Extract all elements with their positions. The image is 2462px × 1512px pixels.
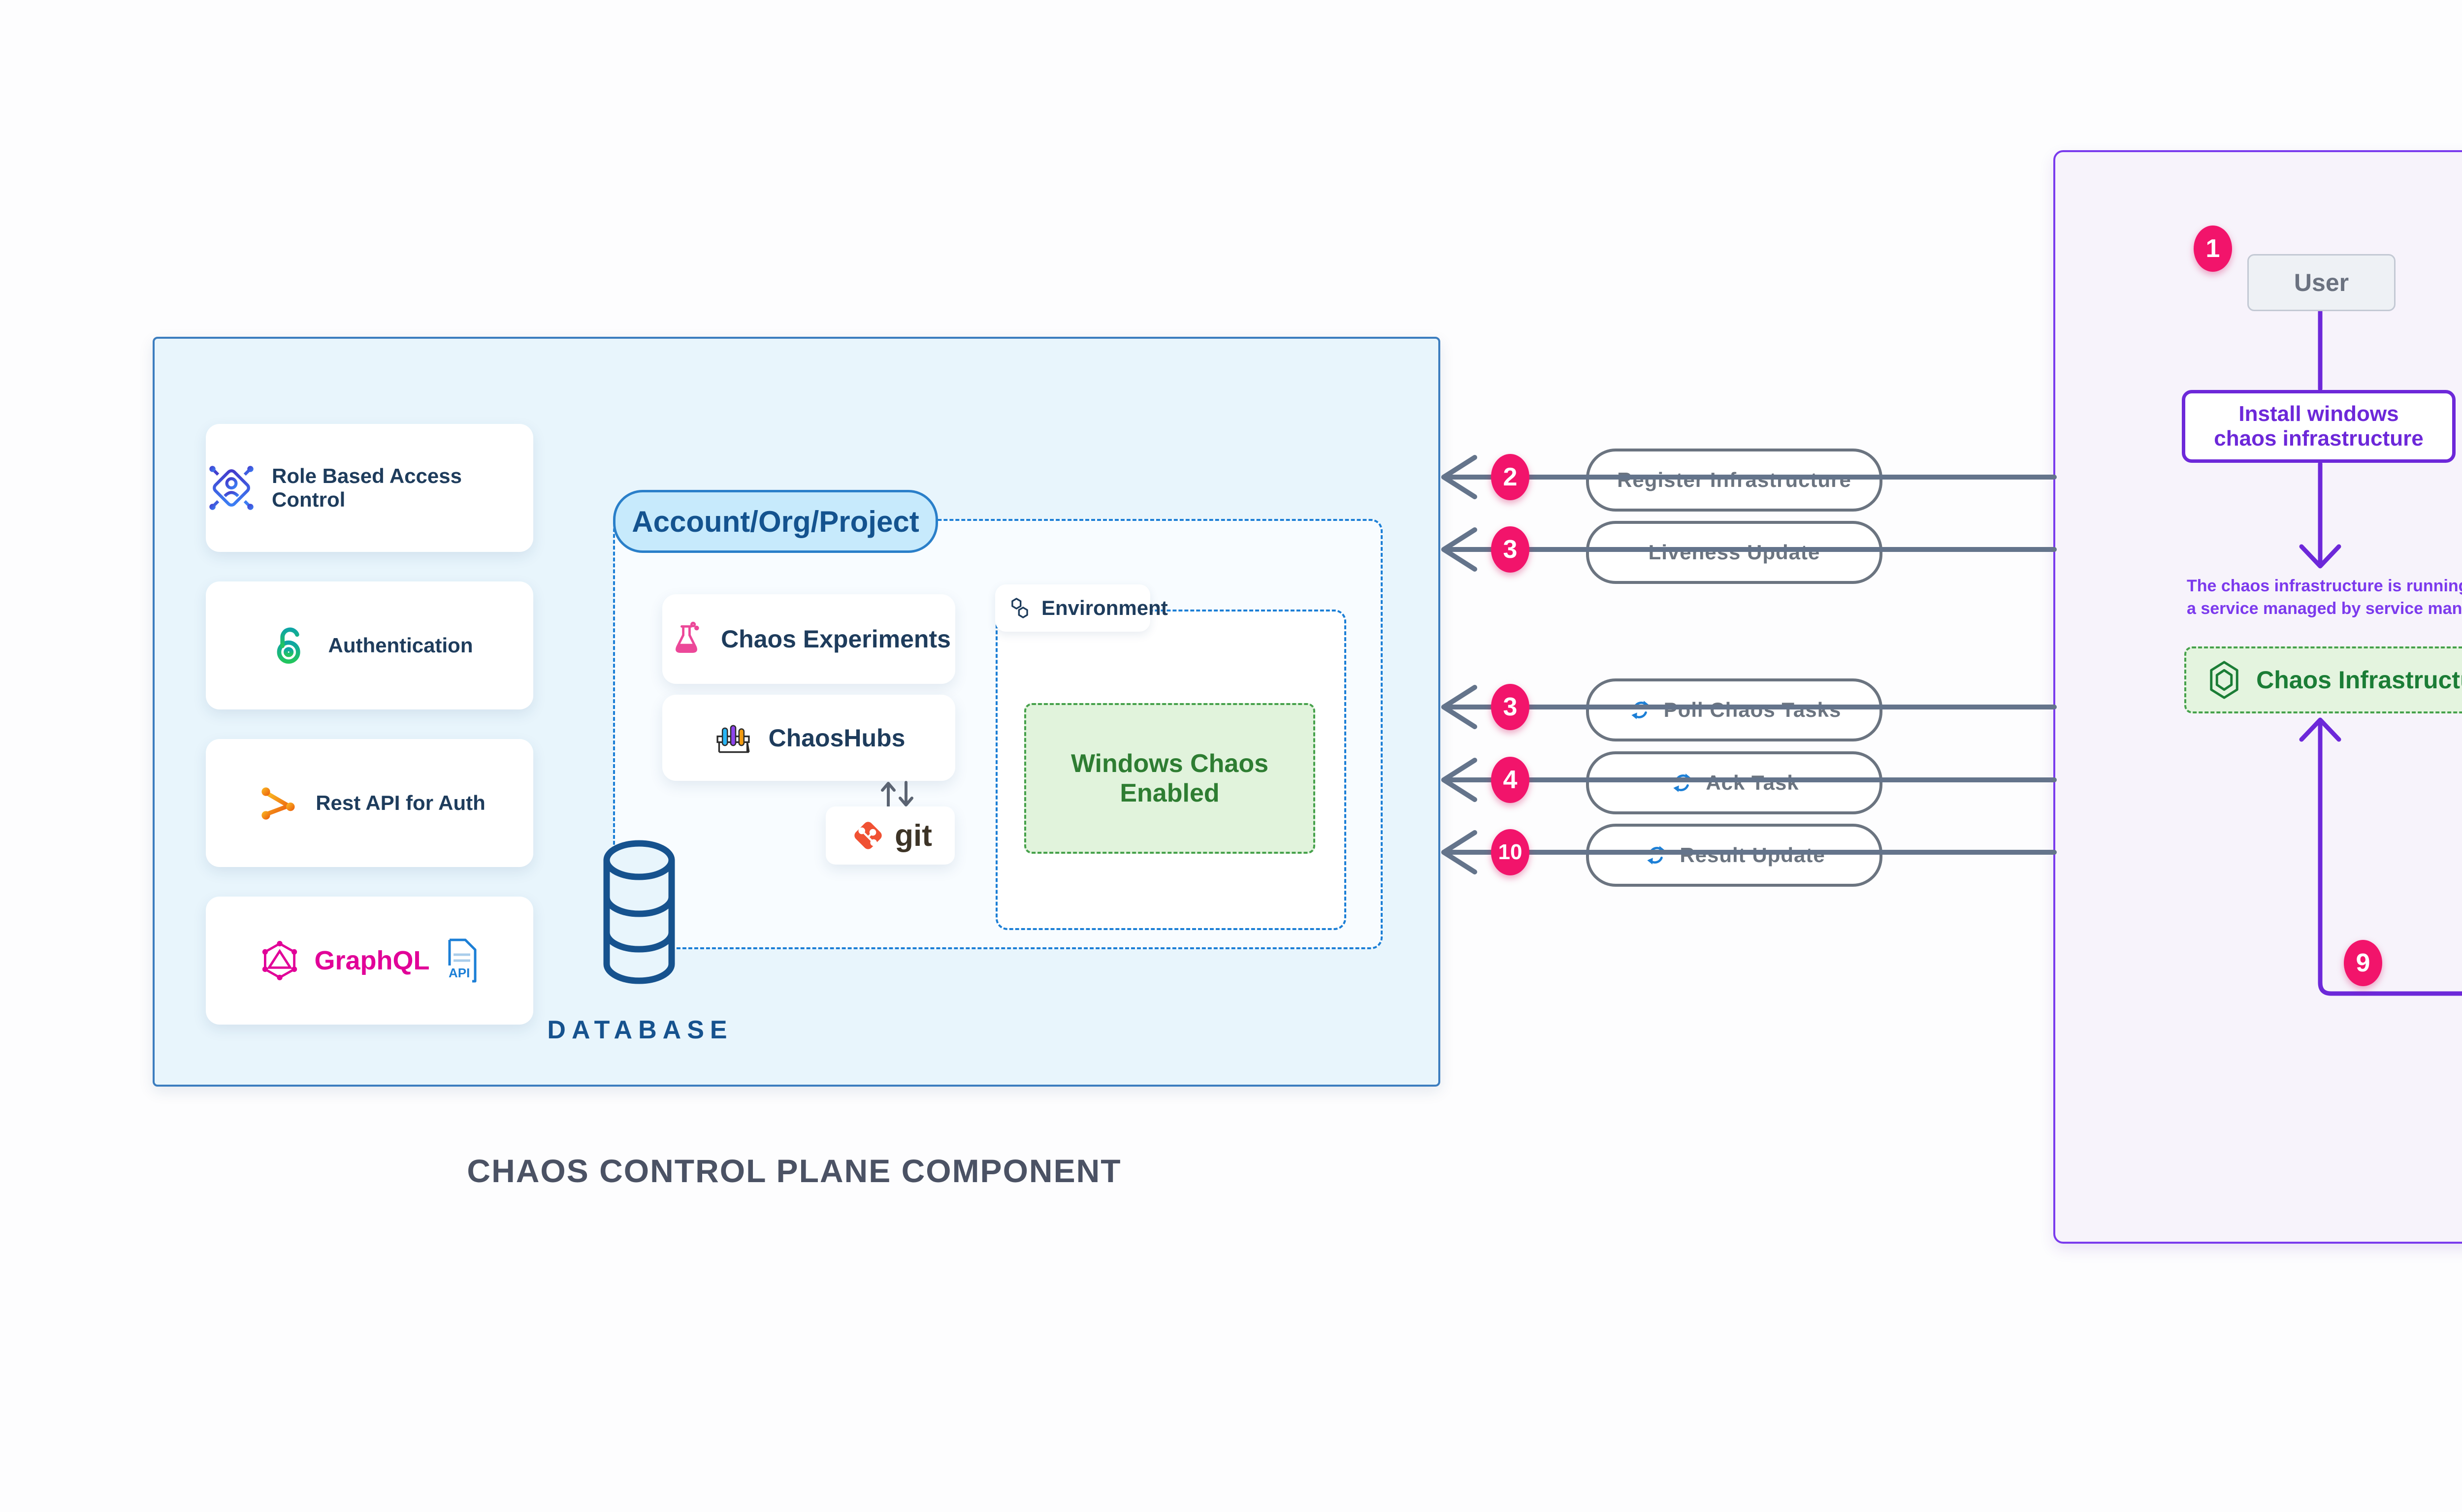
sync-icon — [1669, 770, 1695, 796]
step-badge: 2 — [1491, 454, 1529, 500]
environment-hexagons-icon — [1006, 594, 1034, 622]
windows-chaos-enabled-box: Windows Chaos Enabled — [1024, 703, 1315, 854]
flow-capsule-liveness: Liveness Update — [1586, 521, 1882, 584]
database-label: DATABASE — [547, 1016, 733, 1044]
chaos-infrastructure-label: Chaos Infrastructure — [2256, 666, 2462, 694]
step-badge: 10 — [1491, 829, 1529, 875]
svg-text:API: API — [449, 965, 470, 980]
step-badge: 9 — [2344, 940, 2382, 986]
flow-capsule-ack: Ack Task — [1586, 751, 1882, 814]
flow-label: Ack Task — [1706, 771, 1799, 794]
install-infra-box: Install windows chaos infrastructure — [2182, 390, 2456, 463]
flow-capsule-register: Register Infrastructure — [1586, 449, 1882, 512]
note-running: The chaos infrastructure is running and … — [2187, 577, 2462, 618]
user-label: User — [2294, 269, 2349, 296]
environment-label: Environment — [995, 584, 1168, 632]
flask-icon — [667, 619, 706, 659]
graphql-wordmark: GraphQL — [314, 946, 430, 975]
card-authentication: Authentication — [206, 581, 533, 709]
flow-label: Poll Chaos Tasks — [1663, 698, 1842, 721]
sync-icon — [1627, 697, 1653, 723]
api-doc-icon: API — [445, 938, 479, 983]
git-card: git — [826, 806, 955, 865]
step-badge: 3 — [1491, 684, 1529, 730]
step-badge: 1 — [2194, 225, 2232, 272]
auth-lock-icon — [266, 622, 314, 669]
card-label: Chaos Experiments — [721, 625, 951, 653]
card-label: Rest API for Auth — [316, 791, 486, 814]
card-label: Authentication — [328, 634, 473, 657]
git-wordmark: git — [895, 818, 932, 853]
windows-chaos-enabled-label: Windows Chaos Enabled — [1070, 749, 1269, 807]
git-icon — [848, 816, 888, 855]
execution-plane-title: CHAOS EXECUTION PLANE COMPONENT — [2355, 1320, 2462, 1358]
rbac-icon — [206, 462, 257, 514]
chaos-experiments-card: Chaos Experiments — [662, 594, 955, 684]
control-plane-title: CHAOS CONTROL PLANE COMPONENT — [467, 1153, 1122, 1189]
chaoshubs-icon — [713, 717, 754, 759]
card-rest-api: Rest API for Auth — [206, 739, 533, 867]
user-box: User — [2247, 254, 2396, 311]
flow-capsule-result: Result Update — [1586, 824, 1882, 887]
git-sync-arrows-icon — [877, 780, 922, 808]
step-badge: 4 — [1491, 757, 1529, 803]
card-graphql: GraphQL API — [206, 897, 533, 1025]
flow-label: Result Update — [1680, 843, 1825, 867]
chaoshubs-card: ChaosHubs — [662, 695, 955, 781]
scope-pill: Account/Org/Project — [613, 490, 938, 553]
graphql-icon — [260, 941, 299, 980]
flow-label: Register Infrastructure — [1617, 468, 1851, 491]
chaos-infrastructure-box: Chaos Infrastructure — [2184, 646, 2462, 713]
rest-api-icon — [254, 779, 301, 827]
card-label: Role Based Access Control — [272, 464, 462, 511]
card-label: ChaosHubs — [768, 724, 906, 752]
flow-capsule-poll: Poll Chaos Tasks — [1586, 678, 1882, 741]
chaos-infrastructure-icon — [2204, 660, 2244, 700]
scope-pill-label: Account/Org/Project — [632, 505, 919, 538]
step-badge: 3 — [1491, 526, 1529, 573]
card-rbac: Role Based Access Control — [206, 424, 533, 552]
install-infra-label: Install windows chaos infrastructure — [2214, 402, 2424, 450]
environment-label-text: Environment — [1041, 596, 1168, 619]
flow-label: Liveness Update — [1648, 541, 1820, 564]
sync-icon — [1643, 842, 1669, 868]
